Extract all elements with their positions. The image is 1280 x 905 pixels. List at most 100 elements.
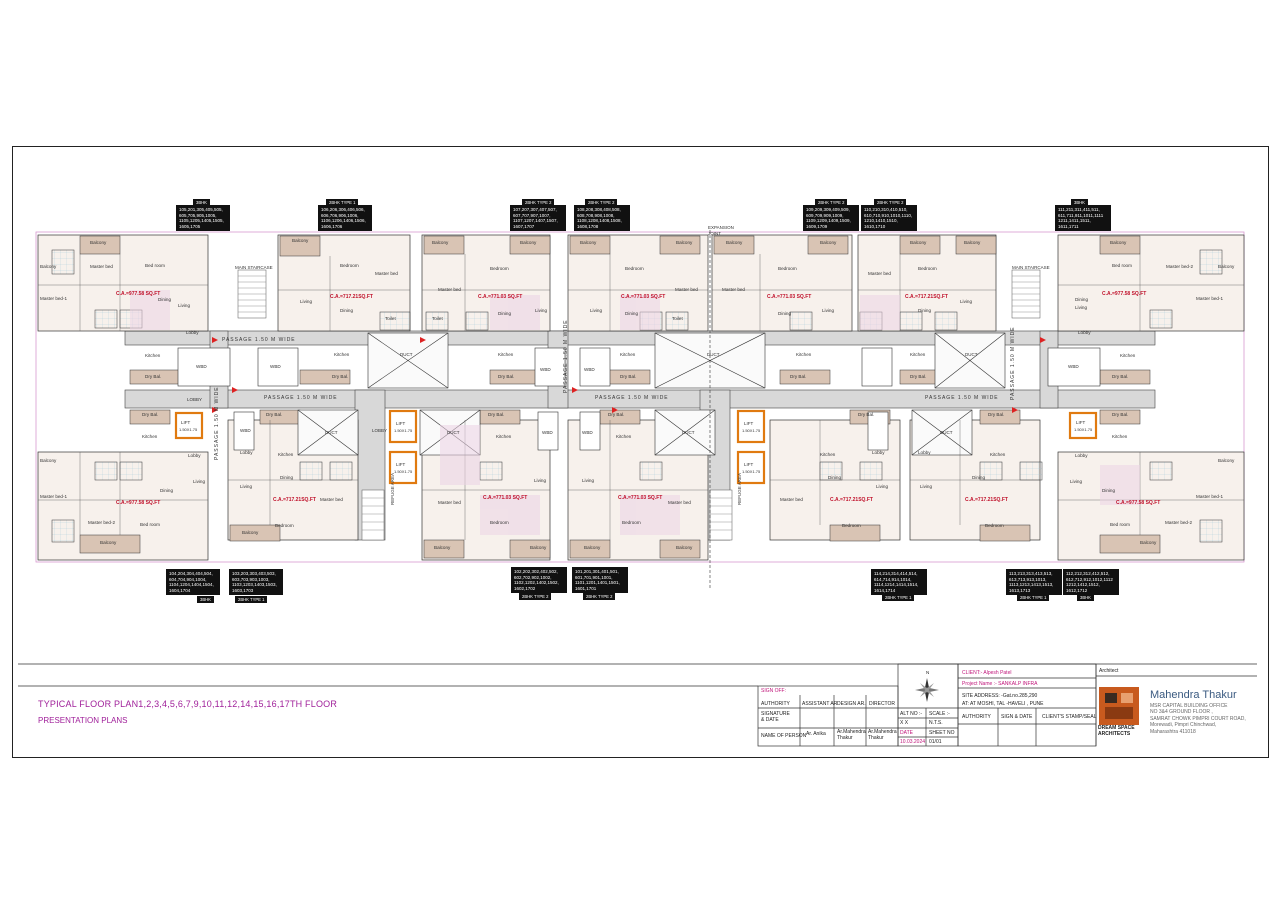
room-label: Living — [590, 308, 603, 313]
unit-tag-top-3: 107,207,307,407,507, 607,707,907,1007, 1… — [510, 205, 566, 231]
room-label: Balcony — [726, 240, 743, 245]
carpet-area-label: C.A.=771.03 SQ.FT — [767, 294, 812, 300]
room-label: Balcony — [964, 240, 981, 245]
lift-label: LIFT — [396, 421, 406, 426]
room-label: Living — [582, 478, 595, 483]
duct-label: DUCT — [447, 430, 460, 435]
design-ar-label: DESIGN AR. — [837, 701, 866, 707]
room-label: Dry Bal. — [790, 374, 807, 379]
unit-tag-title: 2BHK TYPE 1 — [1017, 594, 1050, 601]
carpet-area-label: C.A.=977.58 SQ.FT — [116, 291, 161, 297]
name-of-person-label: NAME OF PERSON — [761, 733, 807, 739]
room-label: Living — [1075, 305, 1088, 310]
room-label: Bedroom — [778, 266, 797, 271]
room-label: Toilet — [432, 316, 443, 321]
room-label: WBD — [582, 430, 593, 435]
passage-label-vertical: PASSAGE 1.50 M WIDE — [214, 386, 220, 460]
room-label: Kitchen — [142, 434, 158, 439]
unit-tag-top-4: 108,208,308,408,508, 608,708,908,1008, 1… — [574, 205, 630, 231]
room-label: Balcony — [676, 545, 693, 550]
passage-label-vertical: PASSAGE 1.50 M WIDE — [1010, 326, 1016, 400]
passage-label: PASSAGE 1.50 M WIDE — [595, 395, 669, 401]
carpet-area-label: C.A.=977.58 SQ.FT — [116, 500, 161, 506]
assistant-ar-label: ASSISTANT AR — [802, 701, 838, 707]
firm-name: DREAM SPACE ARCHITECTS — [1098, 725, 1135, 737]
alt-no-label: ALT NO :- — [900, 711, 923, 717]
room-label: Bedroom — [490, 266, 509, 271]
room-label: Balcony — [580, 240, 597, 245]
room-label: WBD — [196, 364, 207, 369]
carpet-area-label: C.A.=977.58 SQ.FT — [1116, 500, 1161, 506]
room-label: Balcony — [1110, 240, 1127, 245]
room-label: Bed room — [1112, 263, 1132, 268]
unit-tag-title: 3BHK — [1071, 199, 1088, 206]
unit-tag-title: 2BHK TYPE 1 — [235, 596, 268, 603]
unit-tag-top-1: 105,201,305,405,505, 605,705,905,1005, 1… — [176, 205, 230, 231]
unit-tag-bottom-4: 101,201,301,401,501, 601,701,901,1001, 1… — [572, 567, 628, 593]
scale-value: N.T.S. — [929, 720, 943, 726]
sheet-no-value: 01/01 — [929, 739, 942, 745]
room-label: Master bed-1 — [1196, 296, 1224, 301]
unit-tag-bottom-2: 103,203,303,403,503, 603,703,903,1003, 1… — [229, 569, 283, 595]
room-label: WBD — [584, 367, 595, 372]
drawing-title: TYPICAL FLOOR PLAN1,2,3,4,5,6,7,9,10,11,… — [38, 699, 338, 709]
room-label: Master bed-2 — [88, 520, 116, 525]
room-label: Balcony — [676, 240, 693, 245]
unit-tag-title: 2BHK TYPE 2 — [874, 199, 907, 206]
lift-size-label: 1.50X1.75 — [1074, 427, 1093, 432]
room-label: Lobby — [240, 450, 253, 455]
room-label: Lobby — [1075, 453, 1088, 458]
room-label: Balcony — [1140, 540, 1157, 545]
lobby-label: LOBBY — [187, 397, 203, 402]
unit-tag-title: 2BHK TYPE 2 — [583, 593, 616, 600]
passage-label: PASSAGE 1.50 M WIDE — [925, 395, 999, 401]
refuge-area-label: REFUGE AREA — [390, 472, 395, 505]
expansion-joint-label: EXPANSION JOINT — [708, 225, 734, 236]
room-label: WBD — [1068, 364, 1079, 369]
refuge-area-label: REFUGE AREA — [737, 472, 742, 505]
room-label: Kitchen — [496, 434, 512, 439]
unit-tag-bottom-7: 112,212,312,412,512, 612,712,912,1012,11… — [1063, 569, 1119, 595]
architect-label: Architect — [1099, 668, 1119, 674]
passage-label: PASSAGE 1.50 M WIDE — [264, 395, 338, 401]
room-label: WBD — [240, 428, 251, 433]
carpet-area-label: C.A.=717.21SQ.FT — [273, 497, 316, 503]
room-label: Dry Bal. — [266, 412, 283, 417]
living-zones — [130, 290, 1140, 535]
scale-label: SCALE :- — [929, 711, 950, 717]
room-label: Lobby — [872, 450, 885, 455]
drawing-sheet-border — [12, 146, 1269, 758]
authority-label-2: AUTHORITY — [962, 714, 991, 720]
carpet-area-label: C.A.=717.21SQ.FT — [830, 497, 873, 503]
room-label: Master bed-2 — [1165, 520, 1193, 525]
passage-label-vertical: PASSAGE 1.50 M WIDE — [563, 319, 569, 393]
room-label: Dry Bal. — [910, 374, 927, 379]
room-label: Dry Bal. — [332, 374, 349, 379]
unit-tag-top-6: 110,210,310,410,510, 610,710,910,1010,11… — [861, 205, 917, 231]
room-label: Balcony — [1218, 458, 1235, 463]
site-outline — [35, 231, 1245, 563]
room-label: Master bed-1 — [40, 494, 68, 499]
room-label: Balcony — [432, 240, 449, 245]
room-label: Balcony — [90, 240, 107, 245]
person-3: Ar.Mahendra Thakur — [868, 729, 897, 741]
duct-label: DUCT — [965, 352, 978, 357]
room-label: Dining — [625, 311, 639, 316]
room-label: Balcony — [820, 240, 837, 245]
unit-tag-title: 3BHK — [197, 596, 214, 603]
room-label: Lobby — [1078, 330, 1091, 335]
room-label: Kitchen — [796, 352, 812, 357]
room-label: Dining — [1075, 297, 1089, 302]
north-arrow-icon — [915, 678, 939, 702]
room-label: Kitchen — [1112, 434, 1128, 439]
door-markers — [212, 337, 1046, 413]
room-label: Dining — [160, 488, 174, 493]
room-label: Kitchen — [334, 352, 350, 357]
room-label: Kitchen — [278, 452, 294, 457]
signature-date-label: SIGNATURE & DATE — [761, 711, 790, 723]
unit-tag-top-2: 106,206,306,406,506, 606,706,906,1006, 1… — [318, 205, 372, 231]
room-label: Master bed — [722, 287, 745, 292]
duct-label: DUCT — [940, 430, 953, 435]
room-label: Balcony — [530, 545, 547, 550]
